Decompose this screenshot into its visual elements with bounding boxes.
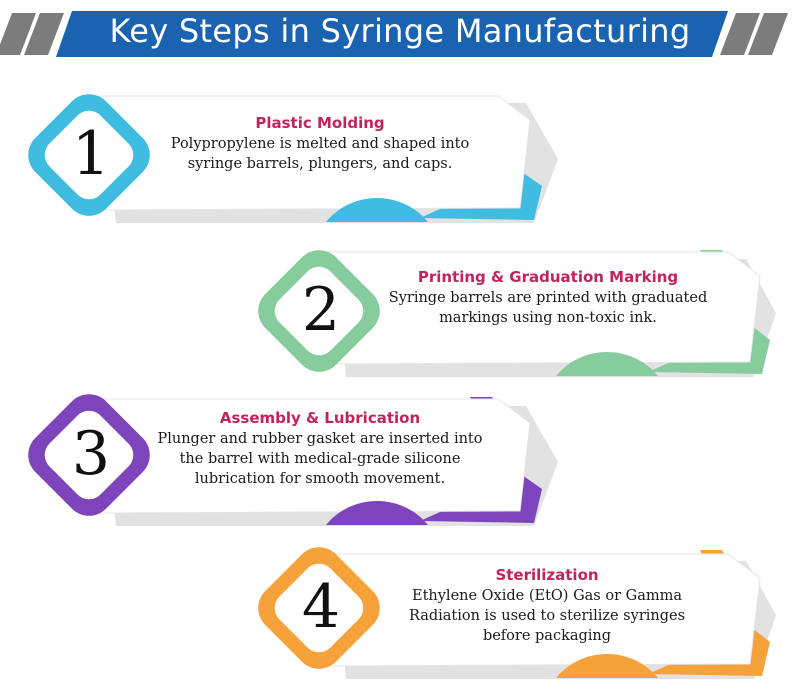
- step-4-number: 4: [301, 572, 341, 642]
- step-2-title: Printing & Graduation Marking: [417, 268, 679, 286]
- banner-bar: [56, 11, 728, 57]
- step-3-title: Assembly & Lubrication: [219, 409, 421, 427]
- step-2-diamond: [258, 250, 380, 372]
- step-4: 4 Sterilization Ethylene Oxide (EtO) Gas…: [0, 546, 800, 686]
- left-stripe-inner: [24, 13, 64, 55]
- right-stripe-inner: [720, 13, 760, 55]
- step-4-hill: [556, 654, 658, 678]
- step-3-text: Assembly & Lubrication Plunger and rubbe…: [150, 409, 490, 489]
- step-2-number: 2: [301, 275, 341, 345]
- step-4-text: Sterilization Ethylene Oxide (EtO) Gas o…: [372, 566, 722, 646]
- step-1-number: 1: [71, 119, 111, 189]
- left-stripe-outer: [0, 13, 36, 55]
- step-4-description: Ethylene Oxide (EtO) Gas or Gamma Radiat…: [408, 588, 686, 644]
- step-2-graphic: [258, 250, 776, 377]
- step-3-description: Plunger and rubber gasket are inserted i…: [157, 431, 483, 487]
- step-4-title: Sterilization: [495, 566, 599, 584]
- step-1-hill: [326, 198, 428, 222]
- step-4-graphic: [258, 547, 776, 679]
- banner-graphic: [0, 11, 788, 57]
- right-stripe-outer: [748, 13, 788, 55]
- step-3: 3 Assembly & Lubrication Plunger and rub…: [0, 393, 800, 533]
- step-3-diamond: [28, 394, 150, 516]
- step-1-description: Polypropylene is melted and shaped into …: [170, 136, 470, 172]
- step-1-graphic: [28, 94, 558, 223]
- step-4-diamond: [258, 547, 380, 669]
- step-1-text: Plastic Molding Polypropylene is melted …: [150, 114, 490, 174]
- step-3-graphic: [28, 394, 558, 526]
- step-2-text: Printing & Graduation Marking Syringe ba…: [378, 268, 718, 328]
- step-2-description: Syringe barrels are printed with graduat…: [388, 290, 708, 326]
- page-title: Key Steps in Syringe Manufacturing: [109, 12, 691, 50]
- step-1-diamond: [28, 94, 150, 216]
- step-3-hill: [326, 501, 428, 525]
- title-banner: Key Steps in Syringe Manufacturing: [0, 0, 800, 62]
- step-3-number: 3: [71, 419, 111, 489]
- step-1: 1 Plastic Molding Polypropylene is melte…: [0, 90, 800, 230]
- step-2-hill: [556, 352, 658, 376]
- step-1-title: Plastic Molding: [255, 114, 385, 132]
- step-2: 2 Printing & Graduation Marking Syringe …: [0, 244, 800, 384]
